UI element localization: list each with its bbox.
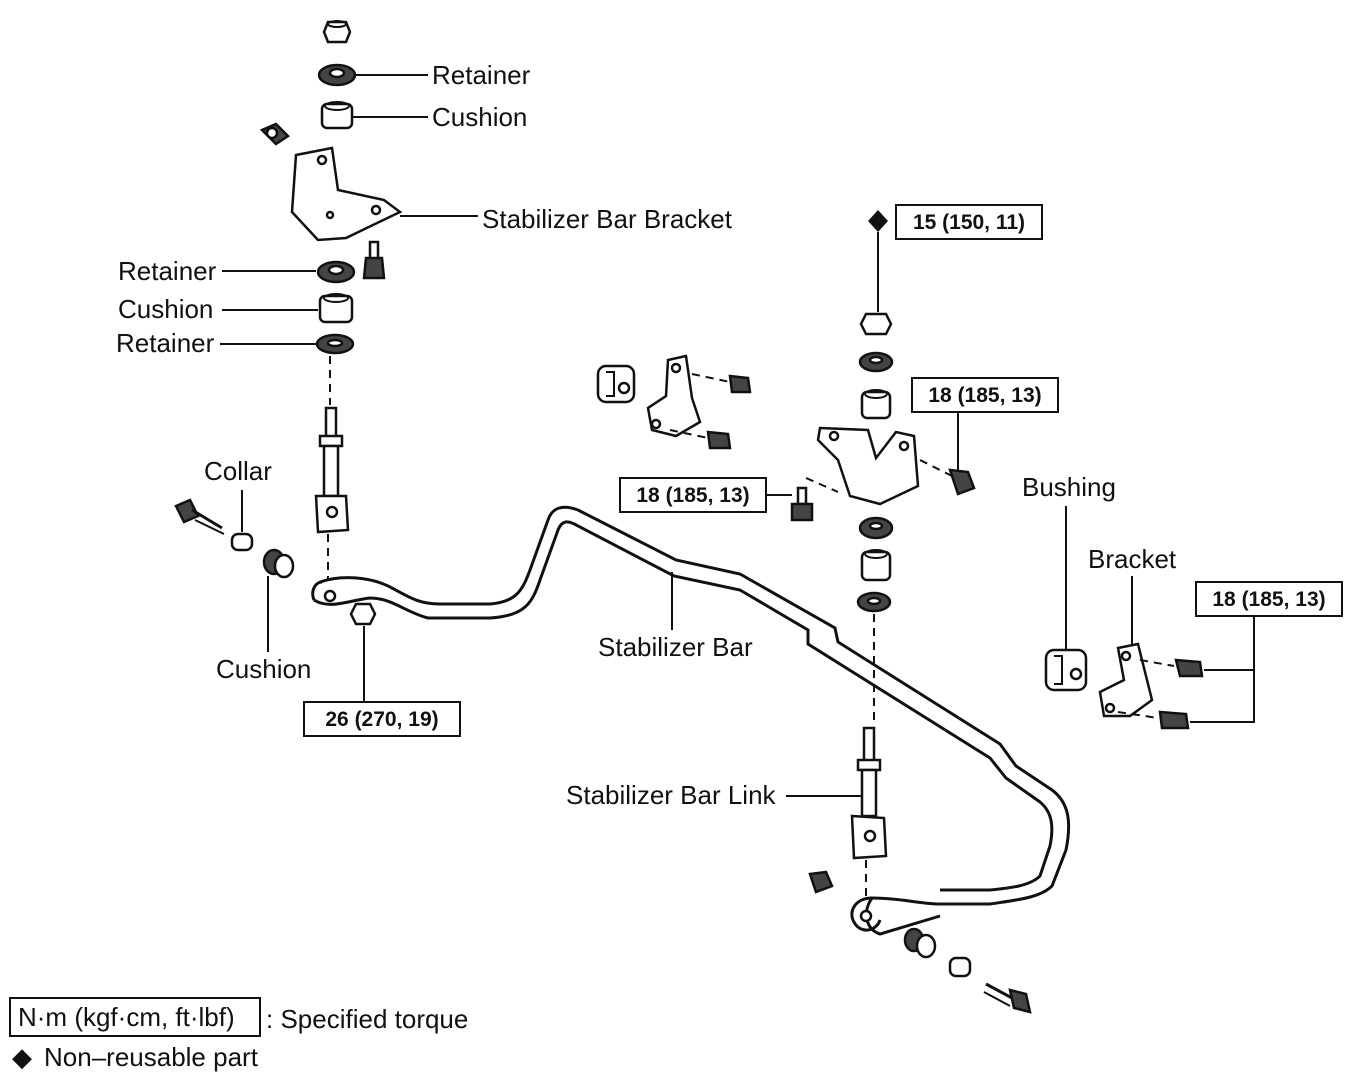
stabilizer-bar-link-left (314, 406, 350, 534)
stabilizer-bar-link-right (850, 726, 888, 860)
bushing-right (1044, 648, 1088, 692)
stabilizer-bar-label: Stabilizer Bar (598, 632, 753, 662)
bushing-label: Bushing (1022, 472, 1116, 502)
far-right-bolt-2 (1158, 710, 1190, 730)
retainer-left-2-label: Retainer (116, 328, 215, 358)
legend-nonreusable-text: Non–reusable part (44, 1042, 259, 1072)
torque-far-right-leader (1190, 616, 1255, 723)
top-retainer (317, 63, 357, 87)
torque-right-bracket-text: 18 (185, 13) (928, 384, 1041, 407)
legend-unit-box (9, 997, 261, 1037)
center-bolt-dash-1 (691, 373, 731, 383)
bracket-bolt-top (259, 122, 290, 146)
torque-right-top-text: 15 (150, 11) (913, 211, 1025, 234)
bracket-label: Bracket (1088, 544, 1177, 574)
stabilizer-bar (311, 505, 1071, 936)
torque-box-left (303, 701, 461, 737)
bracket-right (1098, 642, 1154, 718)
right-link-nut (808, 870, 834, 894)
right-bracket-bolt (948, 468, 976, 496)
cushion-left-label: Cushion (118, 294, 213, 324)
torque-box-far-right (1195, 581, 1343, 617)
legend-nonreusable-symbol: ◆ (12, 1042, 32, 1072)
center-bracket (646, 354, 702, 438)
cushion-bottom-label: Cushion (216, 654, 311, 684)
cushion-top-label: Cushion (432, 102, 527, 132)
torque-left-text: 26 (270, 19) (325, 708, 438, 731)
center-bolt-axis-dash (805, 477, 839, 493)
torque-center-text: 18 (185, 13) (636, 484, 749, 507)
retainer-left-1 (316, 260, 356, 284)
lower-bolt (983, 982, 1032, 1014)
center-bolt-2 (706, 430, 732, 450)
stabilizer-bar-bracket-label: Stabilizer Bar Bracket (482, 204, 733, 234)
lower-cushion (903, 927, 937, 959)
cushion-left (318, 293, 354, 324)
retainer-top-label: Retainer (432, 60, 531, 90)
right-retainer-1 (858, 351, 894, 373)
center-bolt-dash-2 (669, 429, 709, 439)
top-nut (322, 20, 352, 44)
lower-collar (948, 956, 972, 978)
stabilizer-bar-link-label: Stabilizer Bar Link (566, 780, 777, 810)
far-right-bolt-1 (1174, 658, 1204, 678)
retainer-left-1-label: Retainer (118, 256, 217, 286)
right-bracket (816, 426, 920, 506)
center-bushing (596, 364, 636, 404)
right-cushion-1 (860, 389, 892, 420)
center-vertical-bolt (790, 486, 814, 522)
torque-box-right-bracket (911, 377, 1059, 413)
far-right-bolt-dash-2 (1117, 711, 1159, 719)
top-cushion (320, 101, 354, 130)
left-bolt (174, 498, 225, 535)
right-nut (859, 312, 893, 336)
bracket-bolt-vertical (362, 240, 386, 280)
center-bolt-1 (728, 374, 752, 394)
collar (230, 532, 254, 552)
stabilizer-bar-bracket-left (290, 146, 403, 242)
collar-label: Collar (204, 456, 272, 486)
right-cushion-2 (860, 549, 892, 582)
left-nut-lower (349, 602, 377, 626)
legend-unit-text: N·m (kgf·cm, ft·lbf) (18, 1002, 235, 1032)
right-bracket-bolt-dash (919, 459, 953, 477)
right-retainer-3 (856, 591, 892, 613)
cushion-bottom (262, 548, 295, 579)
right-retainer-2 (858, 516, 894, 540)
retainer-left-2 (315, 333, 355, 355)
legend-specified-torque: : Specified torque (266, 1004, 468, 1034)
nonreusable-marker-right (868, 210, 888, 232)
far-right-bolt-dash-1 (1139, 659, 1175, 667)
torque-box-right-top (895, 204, 1043, 240)
torque-far-right-text: 18 (185, 13) (1212, 588, 1325, 611)
